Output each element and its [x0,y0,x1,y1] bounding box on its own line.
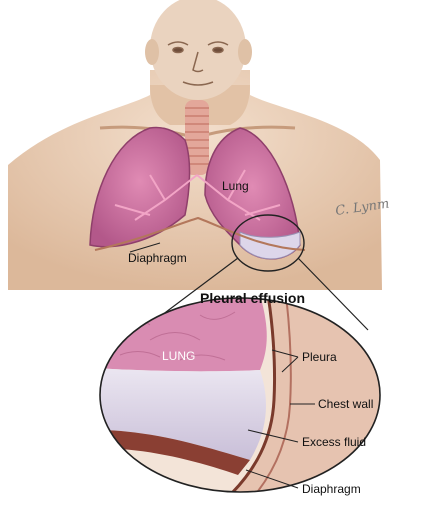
excess-fluid-label: Excess fluid [302,435,366,449]
left-ear [145,39,159,65]
pleura-label: Pleura [302,350,337,364]
pleural-effusion-label: Pleural effusion [200,290,305,306]
chest-wall-label: Chest wall [318,397,373,411]
lung-label: Lung [222,179,249,193]
inset-diaphragm-label: Diaphragm [302,482,361,496]
right-ear [238,39,252,65]
inset-lung-label: LUNG [162,349,195,363]
diaphragm-label: Diaphragm [128,251,187,265]
inset-view [95,295,385,495]
